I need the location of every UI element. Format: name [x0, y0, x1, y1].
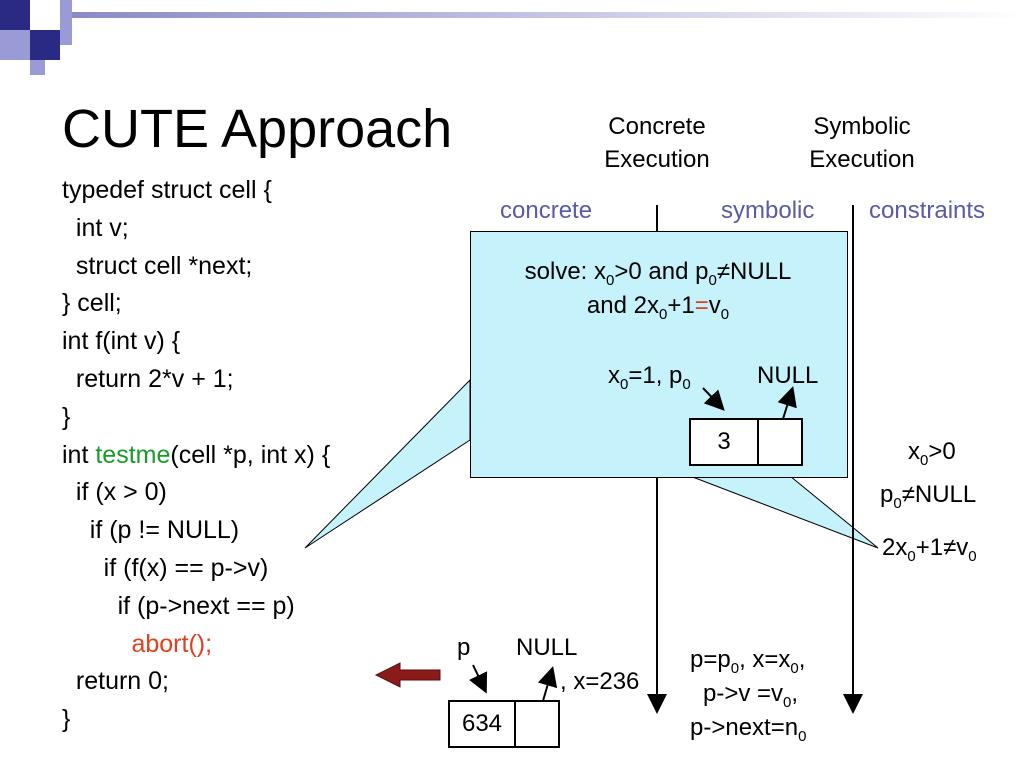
subscript: 0	[893, 494, 902, 512]
x-value-label: , x=236	[560, 668, 640, 695]
code-line: typedef struct cell {	[62, 176, 272, 204]
subscript: 0	[720, 305, 730, 323]
subscript: 0	[658, 305, 668, 323]
code-line: }	[62, 705, 71, 734]
solution-assignment: x0=1, p0	[608, 362, 691, 393]
callout-cell-value: 3	[691, 420, 759, 464]
assign-text: =1, p	[628, 362, 683, 389]
assign-text: x	[608, 362, 620, 389]
solve-text: v	[708, 292, 721, 319]
code-line: if (p->next == p)	[62, 591, 295, 620]
subscript: 0	[708, 271, 717, 289]
subscript: 0	[790, 659, 799, 677]
back-arrow	[374, 662, 441, 688]
state-text: p->next=n	[690, 714, 799, 741]
header-line: Symbolic	[813, 113, 911, 140]
state-text: p=p	[690, 646, 731, 673]
testme-keyword: testme	[95, 440, 171, 469]
state-text: p->v =v	[703, 680, 784, 707]
symbolic-state-2: p->v =v0,	[703, 680, 798, 711]
column-constraints: constraints	[869, 197, 986, 224]
constraint-text: +1≠v	[915, 534, 969, 561]
solve-text: +1	[667, 292, 695, 319]
code-line: } cell;	[62, 289, 122, 318]
solve-text: solve: x	[524, 258, 607, 285]
subscript: 0	[798, 727, 807, 745]
constraint-2: p0≠NULL	[880, 481, 976, 512]
symbolic-state-1: p=p0, x=x0,	[690, 646, 805, 677]
concrete-cell: 634	[448, 700, 560, 748]
code-line: return 2*v + 1;	[62, 364, 234, 393]
constraint-text: >0	[928, 438, 956, 465]
code-line: if (f(x) == p->v)	[62, 553, 269, 582]
header-line: Concrete	[608, 113, 706, 140]
symbolic-state-3: p->next=n0	[690, 714, 806, 745]
code-line-testme: int testme(cell *p, int x) {	[62, 437, 330, 475]
subscript: 0	[620, 375, 629, 393]
solve-text: >0 and p	[614, 258, 709, 285]
p0-pointer-arrow	[702, 387, 725, 411]
code-line: int v;	[62, 213, 129, 242]
slide-title: CUTE Approach	[62, 99, 453, 159]
subscript: 0	[920, 451, 929, 469]
abort-line: abort();	[62, 629, 213, 658]
constraint-1: x0>0	[908, 438, 956, 469]
concrete-execution-header: Concrete Execution	[582, 110, 732, 176]
code-line: }	[62, 402, 71, 431]
code-line: struct cell *next;	[62, 251, 253, 280]
code-listing: typedef struct cell { int v; struct cell…	[62, 172, 330, 739]
code-text: int	[62, 440, 96, 469]
subscript: 0	[783, 693, 792, 711]
header-line: Execution	[809, 146, 915, 173]
column-symbolic: symbolic	[721, 197, 815, 224]
code-text: (cell *p, int x) {	[170, 440, 331, 469]
subscript: 0	[682, 375, 691, 393]
constraint-text: p	[880, 481, 894, 508]
subscript: 0	[968, 547, 977, 565]
state-text: ,	[791, 680, 799, 707]
constraint-text: ≠NULL	[901, 481, 977, 508]
solve-text: ≠NULL	[716, 258, 792, 285]
bottom-null-label: NULL	[516, 634, 578, 661]
concrete-cell-value: 634	[450, 702, 516, 746]
code-line: return 0;	[62, 667, 169, 696]
code-line: if (x > 0)	[62, 478, 167, 507]
equals-sign: =	[694, 292, 709, 319]
subscript: 0	[730, 659, 740, 677]
constraint-text: x	[908, 438, 920, 465]
solve-line-2: and 2x0+1=v0	[470, 292, 846, 323]
column-concrete: concrete	[500, 197, 593, 224]
p-label: p	[457, 634, 471, 661]
subscript: 0	[907, 547, 916, 565]
p-pointer-arrow	[469, 664, 488, 694]
state-text: ,	[798, 646, 806, 673]
callout-cell: 3	[689, 418, 803, 466]
state-text: , x=x	[739, 646, 791, 673]
code-line: if (p != NULL)	[62, 516, 240, 545]
subscript: 0	[606, 271, 615, 289]
solve-line: solve: x0>0 and p0≠NULL	[470, 258, 846, 289]
constraint-text: 2x	[882, 534, 908, 561]
header-line: Execution	[604, 146, 710, 173]
code-line: int f(int v) {	[62, 327, 181, 356]
solve-text: and 2x	[586, 292, 659, 319]
constraint-3: 2x0+1≠v0	[882, 534, 977, 565]
symbolic-execution-header: Symbolic Execution	[787, 110, 937, 176]
callout-null-label: NULL	[757, 362, 819, 389]
